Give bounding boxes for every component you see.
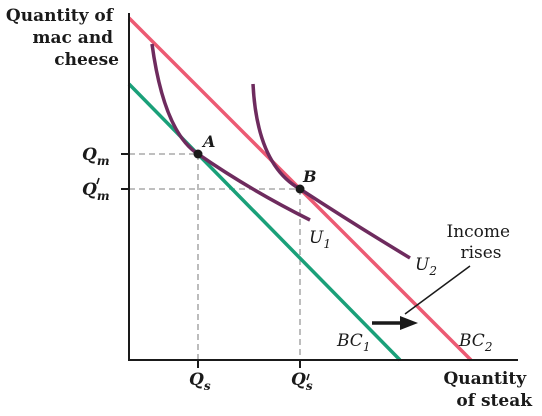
tick-label-qs-prime-main: Q — [291, 370, 306, 390]
tick-label-qs-prime-sub: s — [306, 379, 313, 393]
x-axis-label-line-2: of steak — [456, 391, 533, 411]
curve-label-u2: U2 — [415, 255, 437, 278]
curve-label-u1: U1 — [309, 228, 331, 251]
tick-label-qs-sub: s — [204, 379, 211, 393]
point-b-marker — [295, 184, 305, 194]
annotation-line-2: rises — [460, 243, 501, 263]
curve-label-u1-main: U — [309, 228, 324, 248]
curve-label-bc1: BC1 — [336, 331, 370, 354]
point-b-label: B — [302, 167, 317, 186]
y-axis-label-line-3: cheese — [54, 50, 119, 70]
income-rises-annotation: Income rises — [446, 222, 515, 263]
tick-label-qm-prime-main: Q — [82, 180, 97, 200]
curve-label-u1-sub: 1 — [323, 237, 331, 251]
curve-label-bc1-sub: 1 — [363, 340, 371, 354]
tick-label-qm-sub: m — [97, 154, 110, 168]
prime-mark-qm — [96, 177, 100, 185]
curve-label-bc2: BC2 — [458, 331, 492, 354]
curve-label-bc2-sub: 2 — [484, 340, 493, 354]
curve-label-bc1-main: BC — [336, 331, 363, 351]
tick-label-qm-prime-sub: m — [97, 189, 110, 203]
budget-constraint-1 — [127, 82, 402, 362]
tick-label-qs: Qs — [189, 370, 211, 393]
tick-label-qm-main: Q — [82, 145, 97, 165]
annotation-line-1: Income — [446, 222, 510, 242]
annotation-pointer-line — [404, 265, 471, 315]
tick-label-qm: Qm — [82, 145, 110, 168]
y-axis-label: Quantity of mac and cheese — [6, 6, 119, 70]
point-a-marker — [193, 149, 203, 159]
guide-lines — [129, 153, 301, 360]
y-axis-label-line-1: Quantity of — [6, 6, 115, 26]
tick-marks — [121, 153, 301, 368]
axes — [128, 13, 518, 361]
y-axis-label-line-2: mac and — [33, 28, 114, 48]
curve-label-bc2-main: BC — [458, 331, 485, 351]
x-axis-label-line-1: Quantity — [443, 369, 527, 389]
tick-label-qm-prime: Qm — [82, 180, 110, 203]
tick-label-qs-prime: Qs — [291, 370, 313, 393]
x-axis-label: Quantity of steak — [443, 369, 533, 411]
point-a-label: A — [201, 132, 215, 151]
curve-label-u2-main: U — [415, 255, 430, 275]
tick-label-qs-main: Q — [189, 370, 204, 390]
prime-mark-qs — [306, 373, 310, 381]
shift-arrow-head — [400, 316, 418, 330]
curve-label-u2-sub: 2 — [428, 264, 437, 278]
